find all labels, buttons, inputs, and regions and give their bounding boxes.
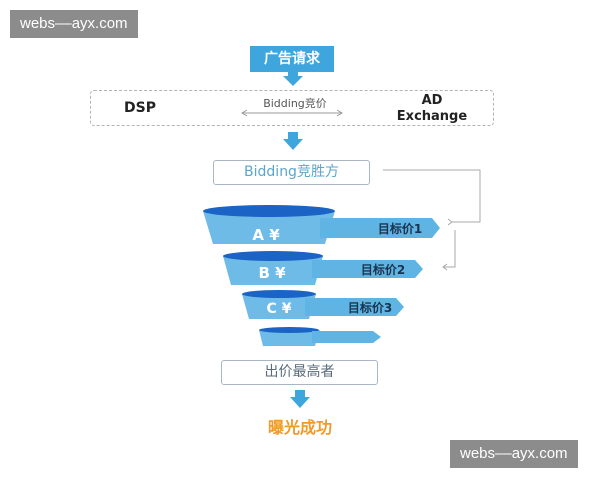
funnel-tier-a (203, 205, 440, 244)
funnel-b-label: B ¥ (258, 264, 286, 282)
funnel-a-label: A ¥ (252, 226, 280, 244)
connector-lines (383, 169, 481, 271)
exposure-success-label: 曝光成功 (267, 418, 332, 437)
double-arrow-icon (241, 109, 343, 117)
funnel-b-target: 目标价2 (361, 262, 405, 277)
watermark-top: webs––ayx.com (10, 10, 138, 38)
arrow-down-icon (283, 71, 303, 86)
funnel-c-target: 目标价3 (348, 300, 392, 315)
funnel-a-target: 目标价1 (378, 221, 422, 236)
watermark-bottom: webs––ayx.com (450, 440, 578, 468)
ad-request-box: 广告请求 (250, 46, 334, 72)
ad-exchange-line2: Exchange (396, 109, 468, 124)
bidding-winner-box: Bidding竞胜方 (213, 160, 370, 185)
arrow-down-icon (290, 390, 310, 408)
bidding-label: Bidding竞价 (263, 97, 327, 110)
funnel-tier-d (259, 327, 381, 346)
dsp-label: DSP (124, 100, 156, 116)
highest-bidder-box: 出价最高者 (221, 360, 378, 385)
funnel-c-label: C ¥ (267, 301, 292, 317)
ad-exchange-line1: AD (421, 93, 443, 108)
arrow-down-icon (283, 132, 303, 150)
bidding-frame (90, 90, 494, 126)
funnel-tier-b (223, 251, 423, 285)
ad-exchange-label: AD Exchange (396, 93, 468, 125)
funnel-tier-c (242, 290, 404, 319)
